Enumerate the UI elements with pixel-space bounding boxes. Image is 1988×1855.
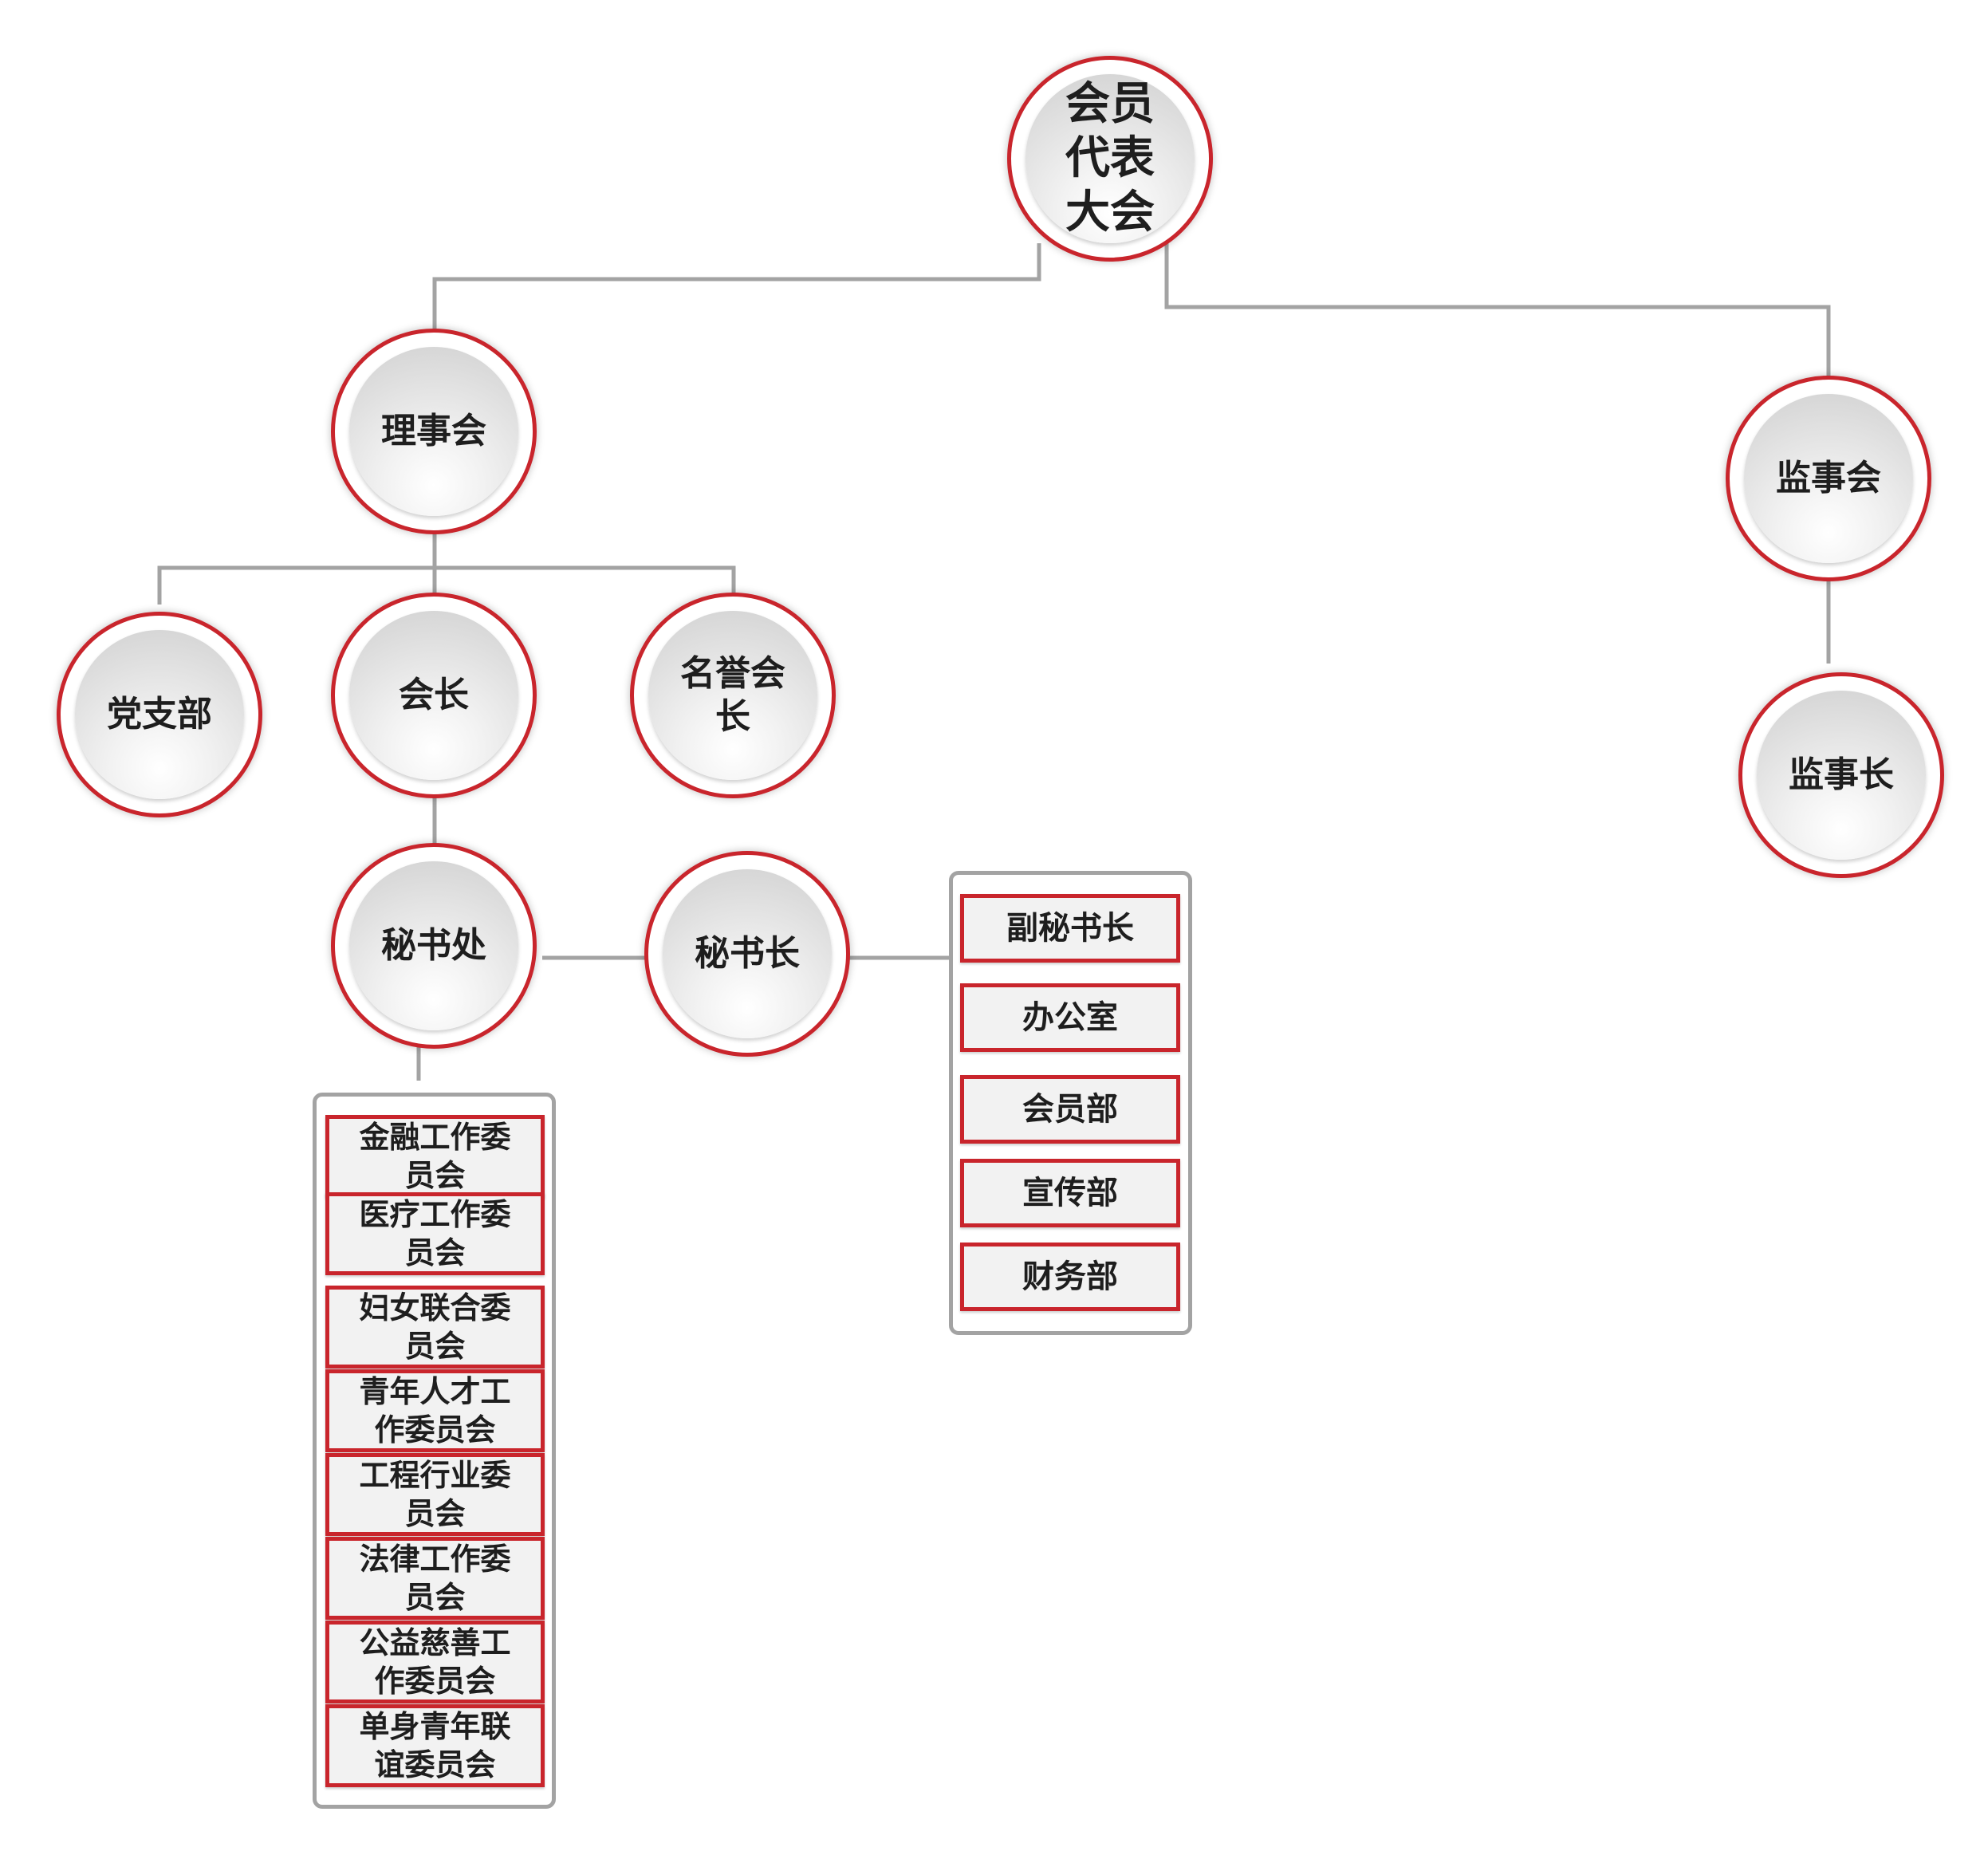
node-assembly-label: 会员代表大会: [1065, 78, 1155, 238]
department-label: 宣传部: [1022, 1175, 1118, 1211]
committee-box: 妇女联合委员会: [325, 1286, 545, 1369]
committee-box: 公益慈善工作委员会: [325, 1621, 545, 1703]
connector-assembly-supervisory: [1164, 239, 1831, 379]
department-label: 会员部: [1022, 1091, 1118, 1128]
committee-label: 妇女联合委员会: [359, 1290, 511, 1364]
committee-box: 法律工作委员会: [325, 1537, 545, 1620]
committee-label: 青年人才工作委员会: [359, 1374, 511, 1447]
node-secretariat-label: 秘书处: [381, 925, 486, 966]
committee-box: 医疗工作委员会: [325, 1192, 545, 1275]
committee-label: 金融工作委员会: [359, 1120, 511, 1193]
connector-assembly-council: [432, 243, 1041, 331]
committee-label: 法律工作委员会: [359, 1542, 511, 1615]
node-secretariat: 秘书处: [331, 843, 537, 1049]
department-box: 宣传部: [960, 1159, 1180, 1227]
node-council: 理事会: [331, 329, 537, 534]
department-box: 会员部: [960, 1075, 1180, 1144]
node-council-label: 理事会: [381, 411, 486, 451]
department-box: 财务部: [960, 1243, 1180, 1311]
department-box: 副秘书长: [960, 894, 1180, 963]
node-secretary-general: 秘书长: [644, 851, 850, 1057]
department-label: 办公室: [1022, 999, 1118, 1036]
committee-label: 医疗工作委员会: [359, 1197, 511, 1270]
committee-label: 公益慈善工作委员会: [359, 1625, 511, 1699]
node-honorary-president-label: 名誉会长: [680, 653, 785, 737]
node-supervisor: 监事长: [1738, 672, 1944, 878]
node-supervisor-label: 监事长: [1789, 754, 1894, 795]
department-label: 副秘书长: [1006, 910, 1134, 947]
committee-box: 青年人才工作委员会: [325, 1369, 545, 1452]
node-assembly: 会员代表大会: [1007, 56, 1213, 262]
node-honorary-president: 名誉会长: [630, 593, 836, 798]
committee-box: 单身青年联谊委员会: [325, 1704, 545, 1787]
node-president: 会长: [331, 593, 537, 798]
node-secretary-general-label: 秘书长: [695, 933, 800, 974]
committee-box: 工程行业委员会: [325, 1453, 545, 1536]
committee-label: 单身青年联谊委员会: [359, 1709, 511, 1782]
committee-box: 金融工作委员会: [325, 1115, 545, 1198]
node-party-branch-label: 党支部: [107, 694, 212, 735]
node-party-branch: 党支部: [57, 612, 262, 817]
node-supervisory-board-label: 监事会: [1776, 458, 1881, 498]
committee-label: 工程行业委员会: [359, 1458, 511, 1531]
node-supervisory-board: 监事会: [1726, 376, 1931, 581]
node-president-label: 会长: [399, 675, 469, 715]
department-label: 财务部: [1022, 1258, 1118, 1295]
department-box: 办公室: [960, 983, 1180, 1052]
